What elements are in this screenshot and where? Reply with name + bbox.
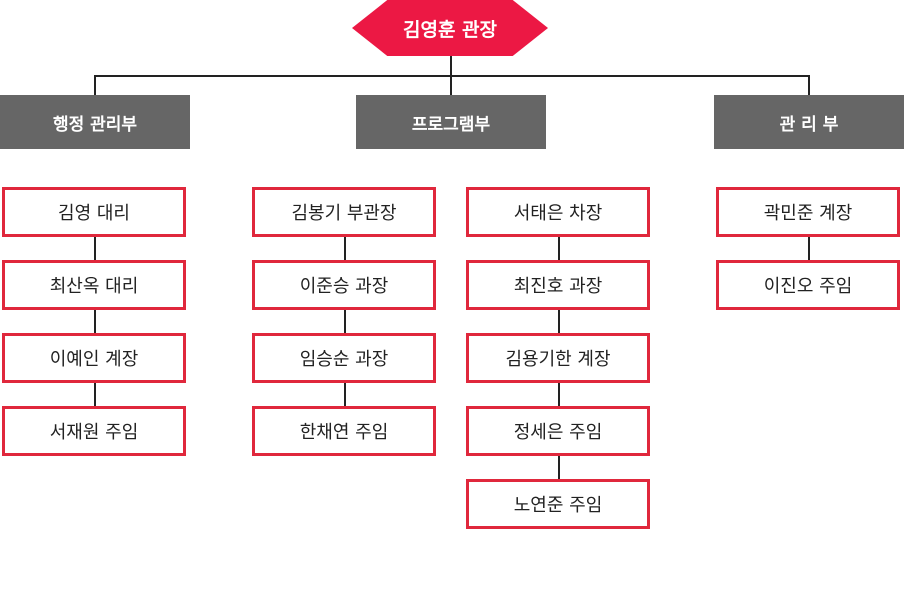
member-name: 이준승 과장 <box>299 276 389 297</box>
member-name: 서재원 주임 <box>49 422 139 443</box>
member-name: 임승순 과장 <box>299 349 389 370</box>
connector-dept-program <box>450 75 452 95</box>
member-name: 정세은 주임 <box>513 422 603 443</box>
department-management: 관 리 부 <box>714 95 904 149</box>
director-node: 김영훈 관장 <box>352 0 548 56</box>
connector-horizontal <box>94 75 810 77</box>
connector-director-down <box>450 56 452 77</box>
member-box: 이진오 주임 <box>716 260 900 310</box>
member-name: 곽민준 계장 <box>763 203 853 224</box>
member-name: 김용기한 계장 <box>505 349 611 370</box>
member-name: 이예인 계장 <box>49 349 139 370</box>
member-name: 최산옥 대리 <box>49 276 139 297</box>
member-box: 최산옥 대리 <box>2 260 186 310</box>
department-admin: 행정 관리부 <box>0 95 190 149</box>
member-name: 서태은 차장 <box>513 203 603 224</box>
connector-dept-management <box>808 75 810 95</box>
connector-column-1 <box>94 212 96 432</box>
connector-column-2 <box>344 212 346 432</box>
member-box: 임승순 과장 <box>252 333 436 383</box>
director-label: 김영훈 관장 <box>402 18 497 41</box>
department-label: 관 리 부 <box>779 114 839 135</box>
department-program: 프로그램부 <box>356 95 546 149</box>
member-box: 노연준 주임 <box>466 479 650 529</box>
member-box: 한채연 주임 <box>252 406 436 456</box>
member-box: 이예인 계장 <box>2 333 186 383</box>
department-label: 행정 관리부 <box>52 114 138 135</box>
member-box: 김용기한 계장 <box>466 333 650 383</box>
member-box: 김영 대리 <box>2 187 186 237</box>
department-label: 프로그램부 <box>411 114 491 135</box>
member-name: 최진호 과장 <box>513 276 603 297</box>
connector-dept-admin <box>94 75 96 95</box>
member-name: 노연준 주임 <box>513 495 603 516</box>
connector-column-4 <box>808 212 810 288</box>
member-name: 한채연 주임 <box>299 422 389 443</box>
member-box: 김봉기 부관장 <box>252 187 436 237</box>
member-box: 서태은 차장 <box>466 187 650 237</box>
member-name: 김봉기 부관장 <box>291 203 397 224</box>
member-box: 서재원 주임 <box>2 406 186 456</box>
member-name: 김영 대리 <box>58 203 130 224</box>
member-name: 이진오 주임 <box>763 276 853 297</box>
member-box: 최진호 과장 <box>466 260 650 310</box>
member-box: 정세은 주임 <box>466 406 650 456</box>
member-box: 곽민준 계장 <box>716 187 900 237</box>
member-box: 이준승 과장 <box>252 260 436 310</box>
